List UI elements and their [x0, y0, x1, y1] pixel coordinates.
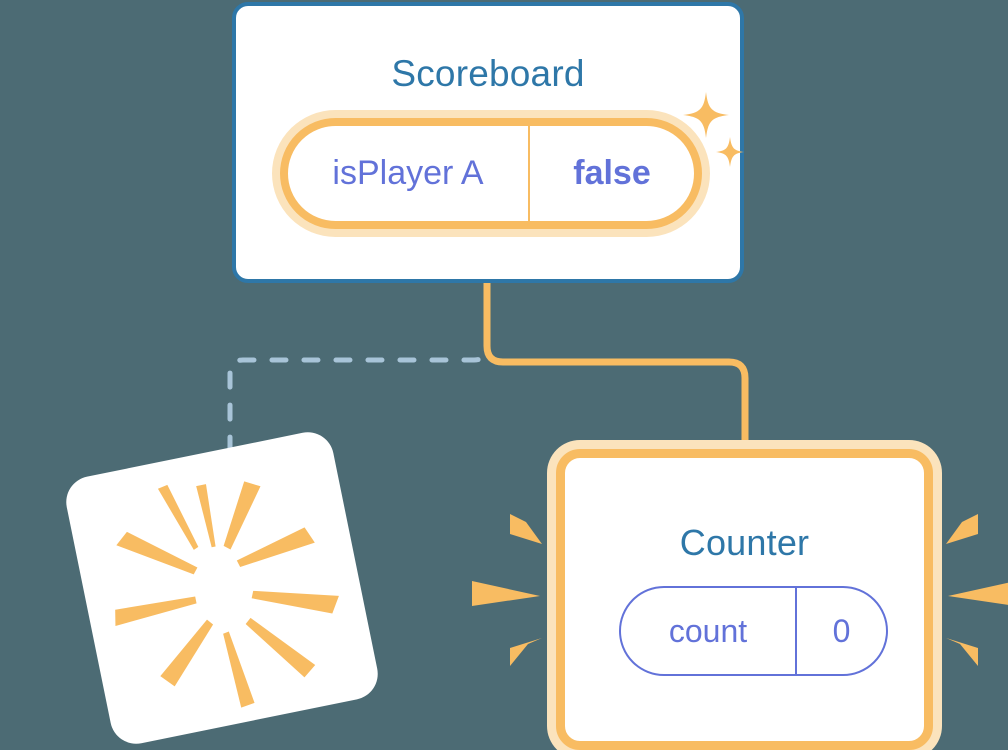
burst-rays-icon — [115, 481, 339, 708]
counter-title: Counter — [679, 522, 810, 563]
counter-burst-right-icon — [946, 514, 1008, 666]
connector-scoreboard-to-counter — [483, 283, 749, 455]
scoreboard-title: Scoreboard — [391, 53, 585, 94]
scoreboard-prop-value: false — [528, 126, 694, 221]
scoreboard-prop-key: isPlayer A — [332, 154, 484, 192]
scoreboard-prop-pill[interactable]: isPlayer A false — [280, 118, 702, 229]
counter-burst-left-icon — [472, 514, 542, 666]
counter-card[interactable]: Counter count 0 — [556, 449, 933, 750]
counter-prop-pill[interactable]: count 0 — [619, 586, 888, 676]
blank-component-card[interactable] — [61, 427, 383, 749]
scoreboard-card[interactable]: Scoreboard isPlayer A false — [232, 2, 744, 283]
counter-prop-key: count — [668, 612, 748, 649]
counter-prop-value: 0 — [795, 588, 886, 674]
